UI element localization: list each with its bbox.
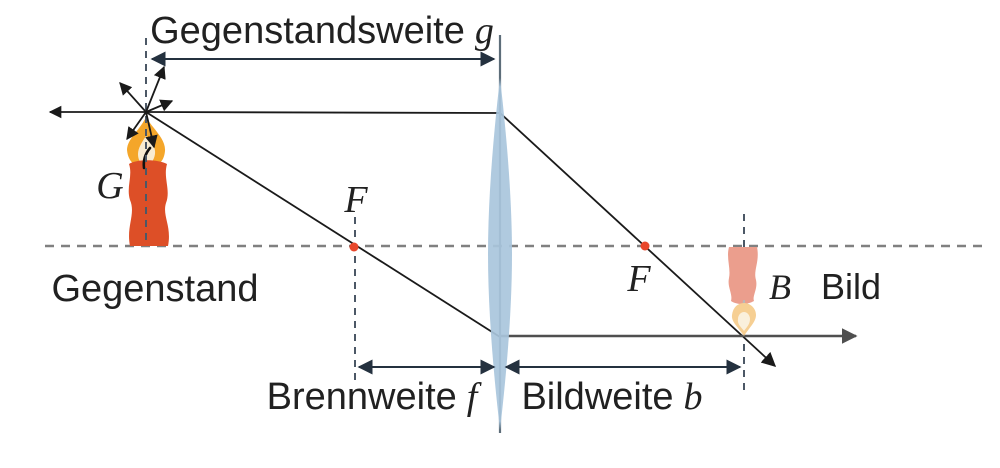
scatter-ray-up-right (145, 65, 166, 113)
focal-ray (145, 111, 501, 338)
scatter-ray-right (145, 99, 174, 113)
focal-length-symbol: f (467, 376, 482, 418)
focal-point-left-label: F (343, 179, 368, 221)
image-distance-symbol: b (684, 376, 703, 418)
lens-body (488, 78, 512, 430)
focal-point-right-label: F (626, 258, 651, 300)
focal-point-right-dot (640, 241, 650, 251)
scatter-ray-down-left (126, 111, 147, 141)
scatter-ray-up-left (119, 82, 147, 113)
object-distance-symbol: g (475, 10, 494, 52)
refracted-focal-ray (499, 112, 777, 367)
light-rays (145, 111, 858, 367)
image-distance-label: Bildweite b (521, 376, 702, 418)
object-label: Gegenstand (51, 268, 258, 310)
image-candle-body (728, 247, 758, 304)
object-candle-body (128, 160, 169, 246)
focal-point-left-dot (349, 242, 359, 252)
image-candle-flame-core (737, 312, 750, 331)
object-candle (127, 117, 169, 246)
image-label: Bild (821, 266, 881, 307)
lens (488, 35, 512, 433)
object-symbol-label: G (96, 165, 123, 207)
image-candle (728, 247, 758, 336)
image-distance-label-text: Bildweite (521, 376, 673, 418)
scatter-ray-down-right (145, 111, 158, 149)
parallel-ray (145, 111, 501, 114)
object-candle-wick (142, 146, 152, 170)
image-symbol-label: B (769, 267, 791, 307)
scatter-rays (48, 65, 174, 149)
focal-length-label-text: Brennweite (267, 376, 457, 418)
object-distance-label-text: Gegenstandsweite (150, 10, 465, 52)
